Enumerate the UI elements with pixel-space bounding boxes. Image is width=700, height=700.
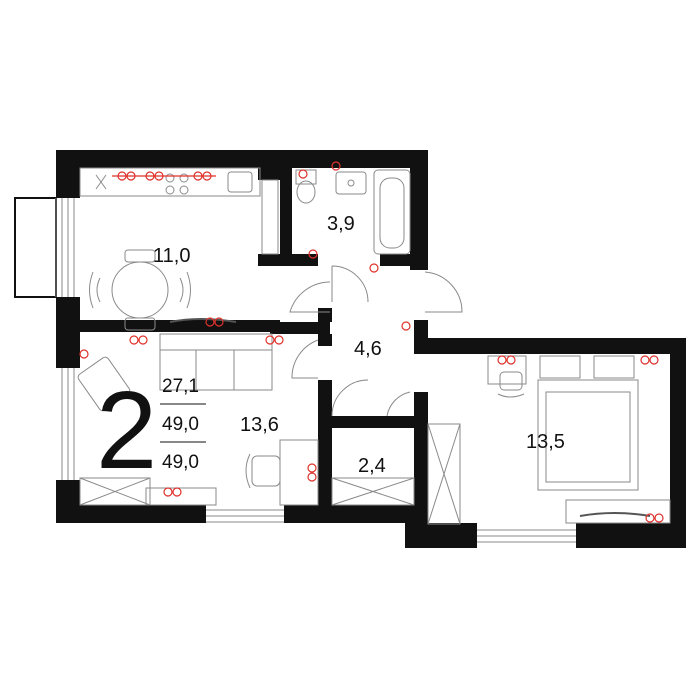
bathroom-furniture — [295, 169, 411, 255]
socket-group-living — [79, 317, 317, 497]
room-area-hall: 4,6 — [354, 338, 382, 360]
doors — [289, 265, 463, 417]
window-bedroom — [477, 529, 576, 543]
socket-group-bath — [298, 161, 379, 273]
total-area-with-balcony-value: 49,0 — [162, 452, 199, 473]
room-area-bathroom: 3,9 — [327, 213, 355, 235]
window-living — [61, 368, 75, 480]
balcony — [14, 197, 57, 298]
kitchen-furniture — [79, 167, 279, 331]
electrical-sockets — [79, 161, 664, 523]
total-area-value: 49,0 — [162, 414, 199, 435]
living-furniture — [77, 333, 319, 506]
storage-furniture — [331, 477, 415, 506]
socket-group-kitchen — [112, 171, 216, 181]
socket-group-hall — [401, 321, 411, 331]
windows — [61, 198, 576, 543]
rooms-count: 2 — [96, 369, 157, 492]
room-area-storage: 2,4 — [358, 455, 386, 477]
walls — [56, 150, 686, 548]
living-area-value: 27,1 — [162, 376, 199, 397]
room-area-bedroom: 13,5 — [526, 431, 565, 453]
socket-group-bedroom — [497, 355, 664, 523]
window-living-bottom — [206, 509, 284, 523]
window-kitchen — [61, 198, 75, 297]
room-area-living-room: 13,6 — [240, 414, 279, 436]
dining-table — [89, 249, 191, 331]
room-area-kitchen: 11,0 — [153, 245, 190, 267]
bedroom-furniture — [427, 355, 671, 525]
